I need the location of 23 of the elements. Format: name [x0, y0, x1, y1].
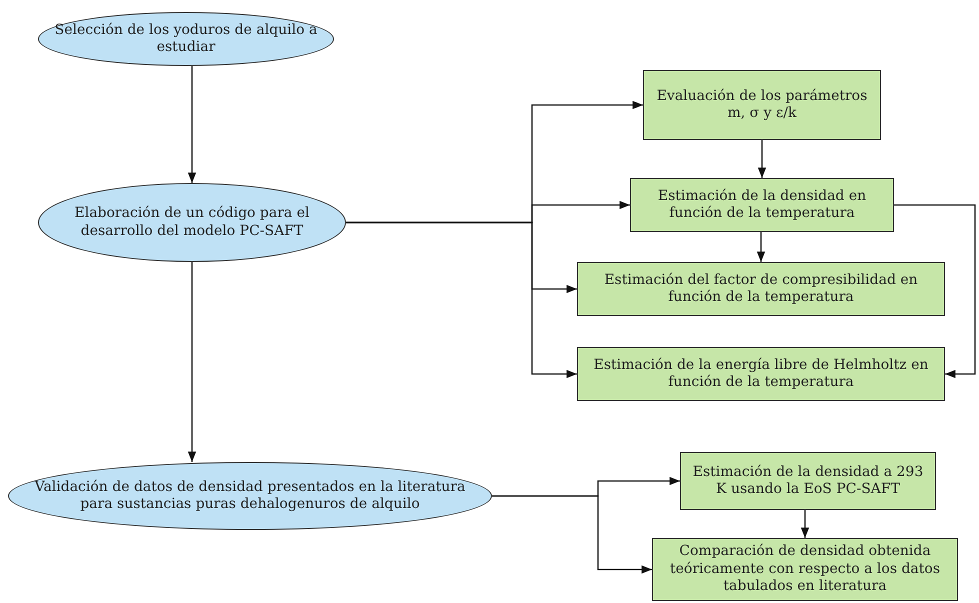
arrow	[894, 204, 976, 378]
process-box	[630, 178, 894, 232]
process-box	[680, 452, 936, 510]
node-text: Selección de los yoduros de alquilo a estudiar	[54, 22, 318, 56]
process-box	[643, 70, 881, 140]
process-box	[577, 262, 945, 316]
node-text: Estimación del factor de compresibilidad en función de la temperatura	[603, 272, 919, 306]
node-text: Estimación de la densidad en función de la temperatura	[656, 188, 868, 222]
arrow	[346, 222, 577, 378]
arrow	[800, 510, 810, 538]
arrow	[492, 495, 652, 574]
node-text: Estimación de la energía libre de Helmholtz en función de la temperatura	[592, 356, 930, 392]
process-box	[577, 347, 945, 401]
node-text: Evaluación de los parámetros m, σ y ε/k	[656, 88, 868, 122]
node-text: Elaboración de un código para el desarrollo del modelo PC-SAFT	[74, 205, 310, 240]
node-text: Estimación de la densidad a 293 K usando la EoS PC-SAFT	[692, 464, 924, 498]
arrow	[758, 140, 766, 178]
arrow	[188, 262, 196, 462]
arrow	[188, 66, 196, 183]
process-box	[652, 538, 958, 601]
node-text: Validación de datos de densidad presentados en la literatura para sustancias puras dehalogenuros de alquilo	[34, 478, 466, 514]
node-text: Comparación de densidad obtenida teóricamente con respecto a los datos tabulados en literatura	[668, 543, 941, 596]
arrow	[756, 232, 766, 262]
